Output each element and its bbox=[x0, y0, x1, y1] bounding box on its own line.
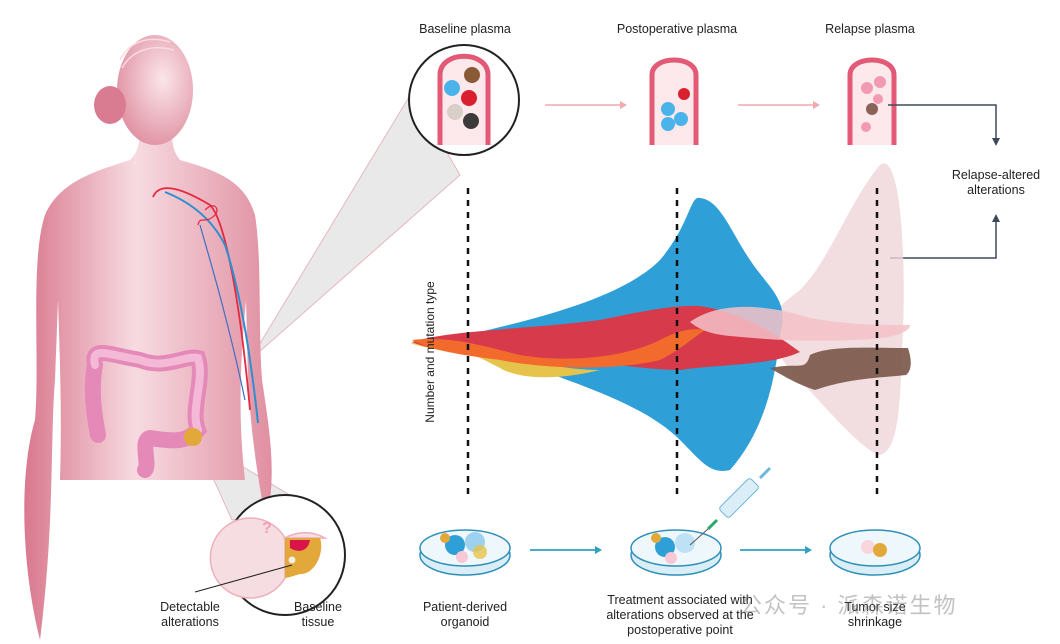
stream-relapse-pink-cloud bbox=[768, 163, 904, 455]
question-mark-icon: ? bbox=[262, 520, 272, 537]
treatment-dish bbox=[630, 529, 722, 576]
label-tumor-shrinkage: Tumor size shrinkage bbox=[844, 600, 906, 629]
shrinkage-dish bbox=[829, 529, 921, 576]
relapse-connector-top bbox=[888, 104, 997, 140]
stream-orange bbox=[412, 329, 705, 368]
label-postoperative-plasma: Postoperative plasma bbox=[616, 22, 738, 36]
baseline-tissue-zoom bbox=[194, 494, 346, 616]
label-baseline-plasma: Baseline plasma bbox=[419, 22, 511, 36]
label-detectable-alterations: Detectable alterations bbox=[160, 600, 220, 629]
human-body-illustration bbox=[24, 35, 272, 640]
label-treatment: Treatment associated with alterations ob… bbox=[606, 593, 754, 637]
label-relapse-plasma: Relapse plasma bbox=[825, 22, 915, 36]
watermark: 公众号 · 派森诺生物 bbox=[740, 593, 958, 618]
baseline-plasma-vessel bbox=[408, 44, 520, 156]
label-patient-derived-organoid: Patient-derived organoid bbox=[422, 600, 508, 629]
syringe-icon bbox=[689, 466, 772, 546]
patient-derived-organoid-dish bbox=[419, 529, 511, 576]
clonal-streamgraph bbox=[410, 163, 911, 471]
detectable-pointer bbox=[194, 564, 293, 593]
postoperative-plasma-vessel bbox=[649, 57, 699, 145]
tumor-site bbox=[184, 428, 202, 446]
stream-brown bbox=[770, 347, 911, 390]
relapse-connector-bottom bbox=[890, 220, 997, 259]
stream-pink bbox=[690, 306, 910, 341]
label-relapse-altered: Relapse-altered alterations bbox=[951, 168, 1041, 197]
label-baseline-tissue: Baseline tissue bbox=[294, 600, 342, 629]
relapse-plasma-vessel bbox=[847, 57, 897, 145]
y-axis-label: Number and mutation type bbox=[423, 281, 437, 423]
